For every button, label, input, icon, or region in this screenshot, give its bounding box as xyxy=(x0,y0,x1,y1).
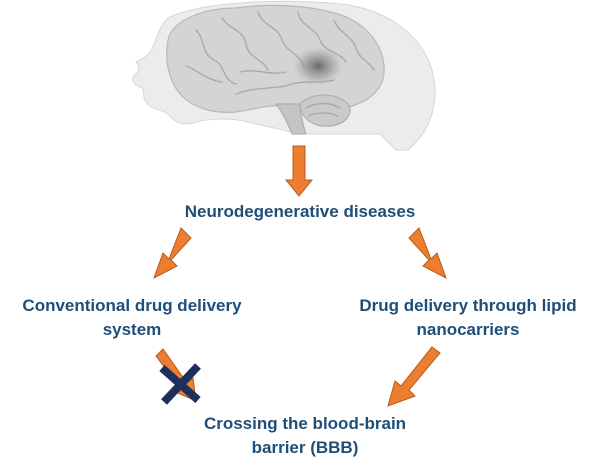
brain-stem-icon xyxy=(275,103,307,135)
brain-icon xyxy=(166,4,385,113)
arrow-to-bbb-right-icon xyxy=(387,346,441,407)
node-lipid-line1: Drug delivery through lipid xyxy=(359,296,577,315)
node-lipid-line2: nanocarriers xyxy=(416,320,520,339)
arrow-diagonal-right-icon xyxy=(408,227,447,280)
node-bbb-line1: Crossing the blood-brain xyxy=(203,414,407,433)
cerebellum-icon xyxy=(299,94,351,127)
cross-icon xyxy=(159,363,201,405)
node-conventional-line1: Conventional drug delivery xyxy=(22,296,242,315)
node-lipid-nanocarriers: Drug delivery through lipid nanocarriers xyxy=(336,294,600,342)
node-conventional-line2: system xyxy=(102,320,162,339)
node-crossing-bbb: Crossing the blood-brain barrier (BBB) xyxy=(180,412,430,460)
node-neuro-line1: Neurodegenerative diseases xyxy=(184,202,416,221)
arrow-down-icon xyxy=(284,145,314,197)
node-bbb-line2: barrier (BBB) xyxy=(251,438,359,457)
node-conventional-drug-delivery: Conventional drug delivery system xyxy=(0,294,264,342)
arrow-diagonal-left-icon xyxy=(153,227,192,280)
brain-folds xyxy=(185,11,375,117)
lesion-highlight xyxy=(292,46,344,86)
human-head-brain-illustration xyxy=(132,0,436,151)
node-neurodegenerative-diseases: Neurodegenerative diseases xyxy=(150,200,450,224)
